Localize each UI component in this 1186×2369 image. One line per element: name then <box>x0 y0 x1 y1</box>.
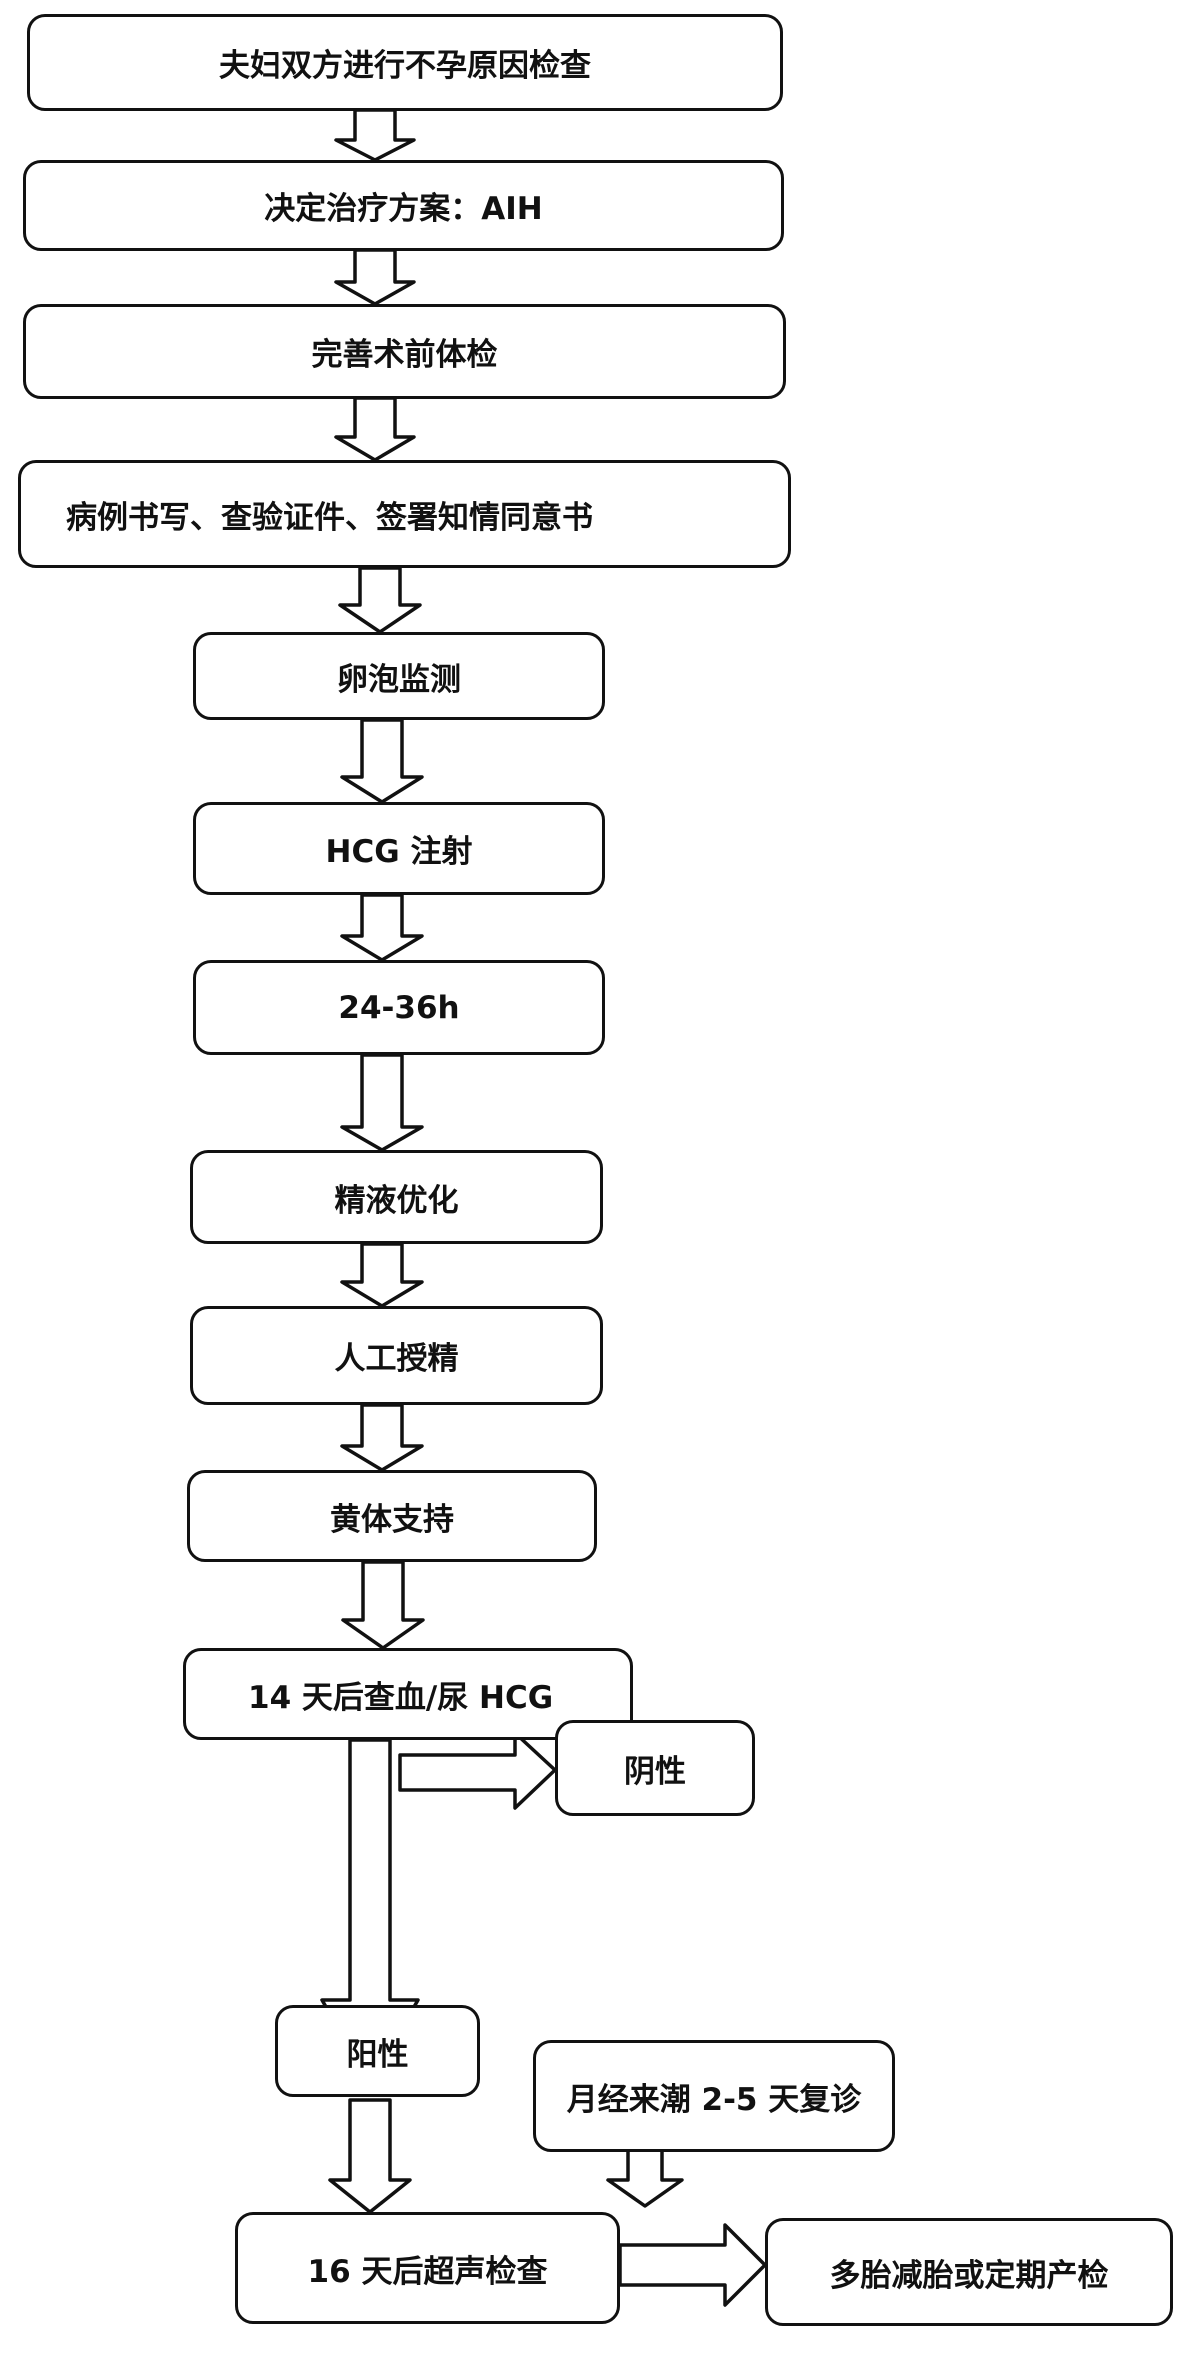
step-11-box: 14 天后查血/尿 HCG <box>183 1648 633 1740</box>
step-4-label: 病例书写、查验证件、签署知情同意书 <box>66 499 593 536</box>
step-1-label: 夫妇双方进行不孕原因检查 <box>219 48 591 84</box>
final-box: 多胎减胎或定期产检 <box>765 2218 1173 2326</box>
arrow-10 <box>341 1560 425 1650</box>
step-2-label: 决定治疗方案：AIH <box>264 191 543 227</box>
negative-label: 阴性 <box>624 1753 686 1790</box>
step-10-label: 黄体支持 <box>330 1501 454 1538</box>
step-2-box: 决定治疗方案：AIH <box>23 160 784 251</box>
arrow-5 <box>340 718 424 804</box>
arrow-8 <box>340 1242 424 1308</box>
positive-label: 阳性 <box>346 2036 409 2073</box>
arrow-1 <box>334 108 416 162</box>
arrow-to-negative <box>398 1731 557 1810</box>
arrow-9 <box>340 1403 424 1472</box>
positive-box: 阳性 <box>275 2005 480 2097</box>
step-5-label: 卵泡监测 <box>337 661 461 698</box>
step-3-label: 完善术前体检 <box>311 337 498 373</box>
step-9-box: 人工授精 <box>190 1306 603 1405</box>
step-7-box: 24-36h <box>193 960 605 1055</box>
negative-box: 阴性 <box>555 1720 755 1816</box>
final-label: 多胎减胎或定期产检 <box>829 2257 1109 2294</box>
step-1-box: 夫妇双方进行不孕原因检查 <box>27 14 783 111</box>
arrow-6 <box>340 893 424 962</box>
step-10-box: 黄体支持 <box>187 1470 597 1562</box>
positive-next-box: 16 天后超声检查 <box>235 2212 620 2324</box>
arrow-to-final <box>618 2223 767 2307</box>
step-5-box: 卵泡监测 <box>193 632 605 720</box>
arrow-7 <box>340 1053 424 1152</box>
negative-next-label: 月经来潮 2-5 天复诊 <box>566 2081 862 2118</box>
step-8-box: 精液优化 <box>190 1150 603 1244</box>
step-8-label: 精液优化 <box>334 1182 459 1219</box>
negative-next-box: 月经来潮 2-5 天复诊 <box>533 2040 895 2152</box>
step-7-label: 24-36h <box>338 989 460 1026</box>
arrow-4 <box>338 566 422 634</box>
step-6-label: HCG 注射 <box>325 834 473 870</box>
step-3-box: 完善术前体检 <box>23 304 786 399</box>
arrow-2 <box>334 248 416 306</box>
arrow-3 <box>334 396 416 462</box>
step-9-label: 人工授精 <box>334 1341 459 1377</box>
step-6-box: HCG 注射 <box>193 802 605 895</box>
step-4-box: 病例书写、查验证件、签署知情同意书 <box>18 460 791 568</box>
step-11-label: 14 天后查血/尿 HCG <box>248 1679 554 1716</box>
arrow-positive-down <box>328 2098 412 2214</box>
positive-next-label: 16 天后超声检查 <box>307 2253 548 2290</box>
